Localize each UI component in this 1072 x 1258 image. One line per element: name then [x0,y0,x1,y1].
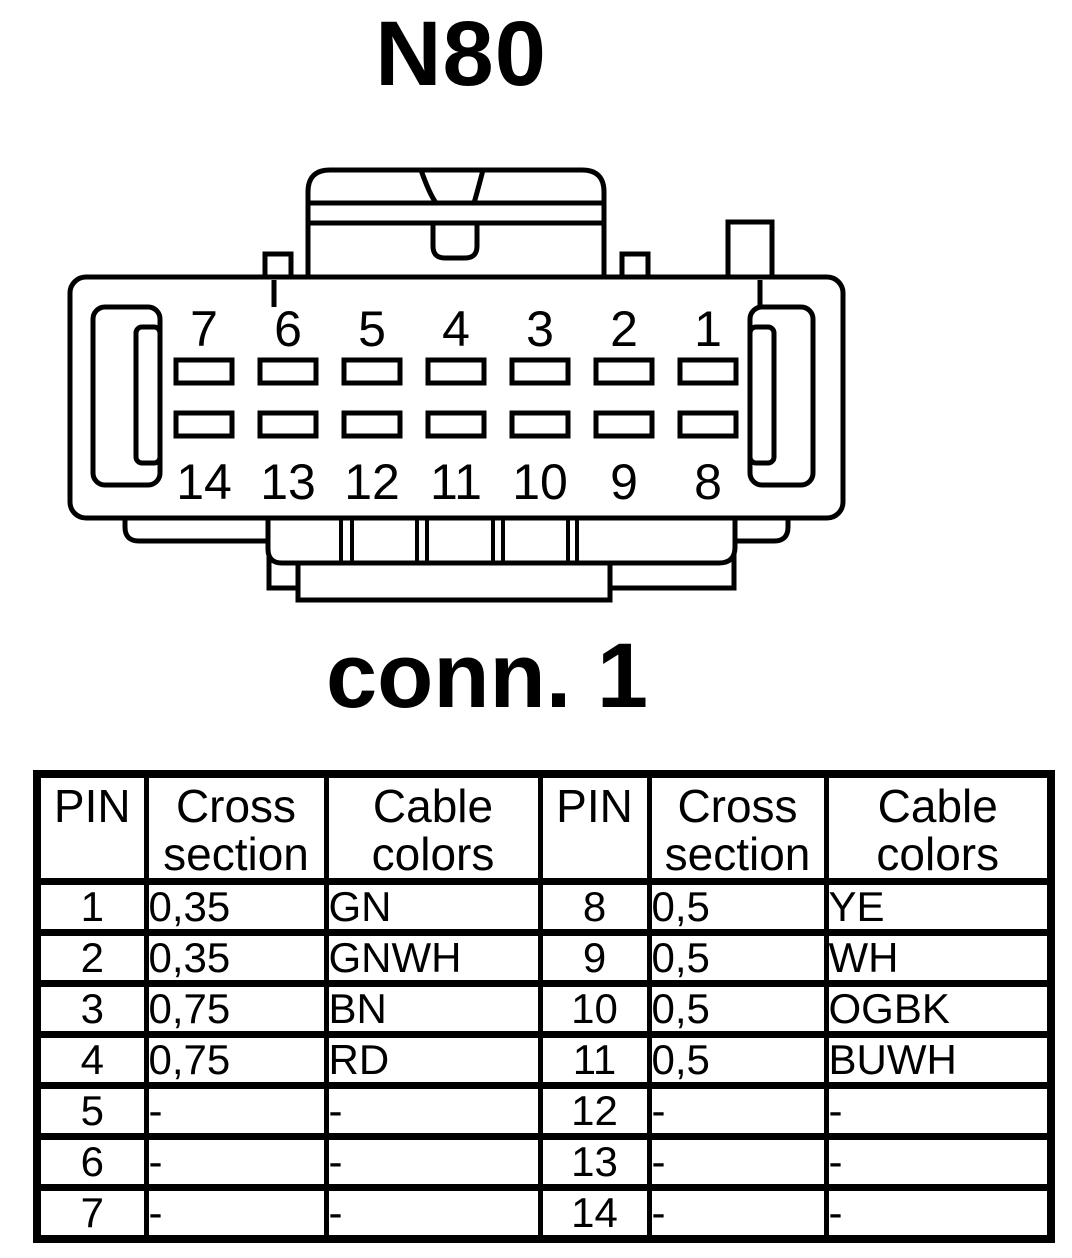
cell-pin: 10 [537,981,652,1038]
connector-caption: conn. 1 [325,625,649,727]
cell-cross-section: 0,5 [646,930,829,987]
pin-number-label: 5 [358,301,386,357]
cell-cross-section: 0,5 [646,1032,829,1089]
cell-cable-color: GNWH [323,930,543,987]
cell-cross-section: 0,5 [646,981,829,1038]
header-cable-colors-right: Cable colors [823,771,1054,885]
hood-funnel-right [471,169,486,204]
cell-cable-color: RD [323,1032,543,1089]
pin-number-label: 14 [176,454,232,510]
pin-number-label: 3 [526,301,554,357]
cell-pin: 13 [537,1134,652,1191]
cell-pin: 2 [34,930,149,987]
cell-cable-color: WH [823,930,1054,987]
table-row: 6 - - 13 - - [34,1134,1054,1191]
pin-number-label: 2 [610,301,638,357]
pin-windows-bottom [173,410,739,439]
cell-pin: 1 [34,879,149,936]
cell-cable-color: - [323,1185,543,1243]
cell-cable-color: - [823,1083,1054,1140]
cell-cross-section: 0,35 [143,879,329,936]
cell-cross-section: 0,75 [143,981,329,1038]
cell-pin: 7 [34,1185,149,1243]
pin-number-label: 7 [190,301,218,357]
hood-center-tab [430,223,480,261]
pin-number-label: 8 [694,454,722,510]
cell-cross-section: - [646,1083,829,1140]
table-row: 3 0,75 BN 10 0,5 OGBK [34,981,1054,1038]
cell-cross-section: - [143,1083,329,1140]
pin-number-label: 11 [430,454,482,510]
cell-pin: 3 [34,981,149,1038]
cell-cable-color: GN [323,879,543,936]
cell-cable-color: - [323,1083,543,1140]
hood-funnel-left [418,169,439,205]
cell-cross-section: - [646,1134,829,1191]
pin-number-label: 4 [442,301,470,357]
page-title: N80 [375,3,547,105]
table-header-row: PIN Cross section Cable colors PIN Cross… [34,771,1054,885]
cell-pin: 12 [537,1083,652,1140]
cell-cross-section: 0,75 [143,1032,329,1089]
pin-number-label: 1 [694,301,722,357]
pin-number-label: 12 [344,454,400,510]
table-row: 2 0,35 GNWH 9 0,5 WH [34,930,1054,987]
cell-cable-color: BN [323,981,543,1038]
pin-table: PIN Cross section Cable colors PIN Cross… [33,770,1055,1243]
header-cable-colors-left: Cable colors [323,771,543,885]
cell-cable-color: - [823,1134,1054,1191]
cell-cross-section: - [646,1185,829,1243]
connector-diagram: 7 6 5 4 3 2 1 14 13 12 11 10 9 8 [67,167,846,603]
top-tab-right [725,219,775,281]
cell-cross-section: - [143,1134,329,1191]
table-row: 4 0,75 RD 11 0,5 BUWH [34,1032,1054,1089]
header-cross-section-left: Cross section [143,771,329,885]
cell-cross-section: 0,5 [646,879,829,936]
table-row: 5 - - 12 - - [34,1083,1054,1140]
keying-slot-left-inner [133,324,163,466]
top-tab-center [619,251,651,281]
latch-separators [339,519,579,561]
cell-cable-color: YE [823,879,1054,936]
pin-windows-top [173,357,739,386]
pin-number-label: 10 [512,454,568,510]
pin-number-label: 9 [610,454,638,510]
keying-slot-right-inner [747,324,777,466]
cell-pin: 5 [34,1083,149,1140]
cell-cross-section: - [143,1185,329,1243]
cell-cable-color: - [323,1134,543,1191]
header-pin-right: PIN [537,771,652,885]
cell-pin: 14 [537,1185,652,1243]
cell-pin: 11 [537,1032,652,1089]
pin-number-label: 13 [260,454,316,510]
cell-cable-color: - [823,1185,1054,1243]
pin-number-label: 6 [274,301,302,357]
header-cross-section-right: Cross section [646,771,829,885]
top-tab-left [262,251,294,281]
connector-body [67,274,846,521]
cell-pin: 6 [34,1134,149,1191]
cell-cross-section: 0,35 [143,930,329,987]
cell-pin: 8 [537,879,652,936]
cell-cable-color: OGBK [823,981,1054,1038]
cell-cable-color: BUWH [823,1032,1054,1089]
table-row: 1 0,35 GN 8 0,5 YE [34,879,1054,936]
cell-pin: 9 [537,930,652,987]
cell-pin: 4 [34,1032,149,1089]
header-pin-left: PIN [34,771,149,885]
table-row: 7 - - 14 - - [34,1185,1054,1243]
